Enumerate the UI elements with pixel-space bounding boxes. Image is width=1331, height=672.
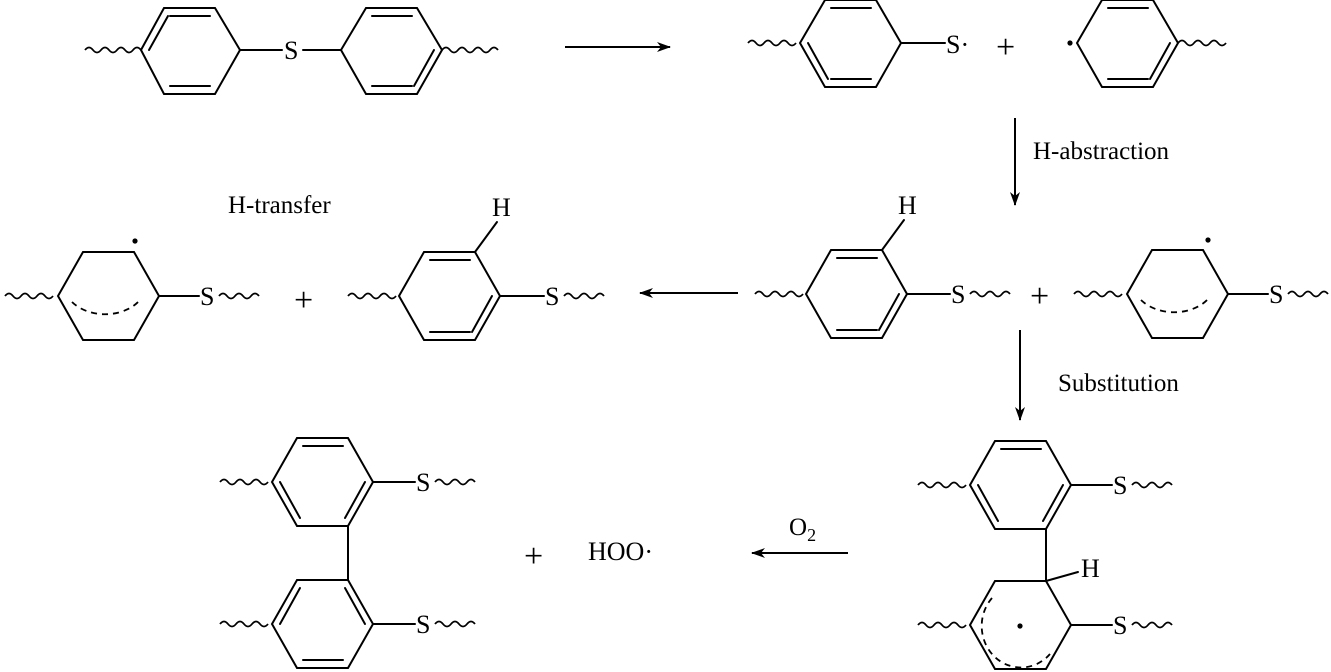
wavy-bond <box>1287 290 1329 298</box>
wavy-bond <box>219 478 269 486</box>
plus-sign: + <box>524 538 543 575</box>
label-h-transfer: H-transfer <box>228 192 331 219</box>
wavy-bond <box>434 620 476 628</box>
wavy-bond <box>1131 621 1173 629</box>
plus-sign: + <box>294 282 313 319</box>
sulfur-atom: S <box>545 282 559 311</box>
delocalization-arc <box>71 299 141 316</box>
wavy-bond <box>218 292 260 300</box>
sulfur-atom: S <box>416 468 430 497</box>
plus-sign: + <box>1030 278 1049 315</box>
thiyl-radical: S· <box>747 0 969 88</box>
cyclohexadienyl-radical-right: S <box>1073 237 1329 339</box>
sulfur-atom: S <box>200 282 214 311</box>
label-substitution: Substitution <box>1058 370 1179 397</box>
radical-dot <box>1205 237 1211 243</box>
sulfur-atom: S <box>1113 471 1127 500</box>
wavy-bond <box>754 290 804 298</box>
wavy-bond <box>917 481 967 489</box>
plus-sign: + <box>996 29 1015 66</box>
wavy-bond <box>347 292 397 300</box>
biphenyl-disulfide-product: S S <box>219 437 476 669</box>
hydrogen-atom: H <box>492 193 511 222</box>
wavy-bond <box>84 46 142 54</box>
wavy-bond <box>969 290 1011 298</box>
delocalization-arc <box>1140 297 1210 314</box>
wavy-bond <box>434 478 476 486</box>
wavy-bond <box>1131 481 1173 489</box>
sulfur-atom: S <box>1269 280 1283 309</box>
hydroperoxyl-radical: HOO· <box>588 537 653 566</box>
sulfur-radical: S· <box>946 30 969 59</box>
sulfur-atom: S <box>1113 611 1127 640</box>
substitution-intermediate: S H S <box>917 440 1173 670</box>
cyclohexadienyl-radical-left: S <box>4 238 260 341</box>
thiophenol-arene-right: H S <box>754 191 1011 339</box>
benzene-ring <box>139 7 242 95</box>
wavy-bond <box>4 292 54 300</box>
sulfur-atom: S <box>284 36 298 65</box>
radical-dot <box>1017 623 1023 629</box>
delocalization-arc <box>980 597 1051 669</box>
radical-dot <box>132 238 138 244</box>
radical-dot <box>1067 40 1073 46</box>
benzene-ring <box>339 7 444 95</box>
wavy-bond <box>563 292 605 300</box>
wavy-bond <box>441 46 499 54</box>
hydrogen-atom: H <box>1081 554 1100 583</box>
wavy-bond <box>219 620 269 628</box>
wavy-bond <box>1073 290 1123 298</box>
label-oxygen: O2 <box>789 514 816 545</box>
thiophenol-arene-left: H S <box>347 193 605 341</box>
diphenyl-sulfide: S <box>84 7 499 95</box>
sulfur-atom: S <box>416 610 430 639</box>
wavy-bond <box>747 39 797 47</box>
sulfur-atom: S <box>951 280 965 309</box>
phenyl-radical <box>1067 0 1227 88</box>
wavy-bond <box>917 621 967 629</box>
hydrogen-atom: H <box>898 191 917 220</box>
wavy-bond <box>1177 39 1227 47</box>
label-h-abstraction: H-abstraction <box>1033 138 1170 165</box>
